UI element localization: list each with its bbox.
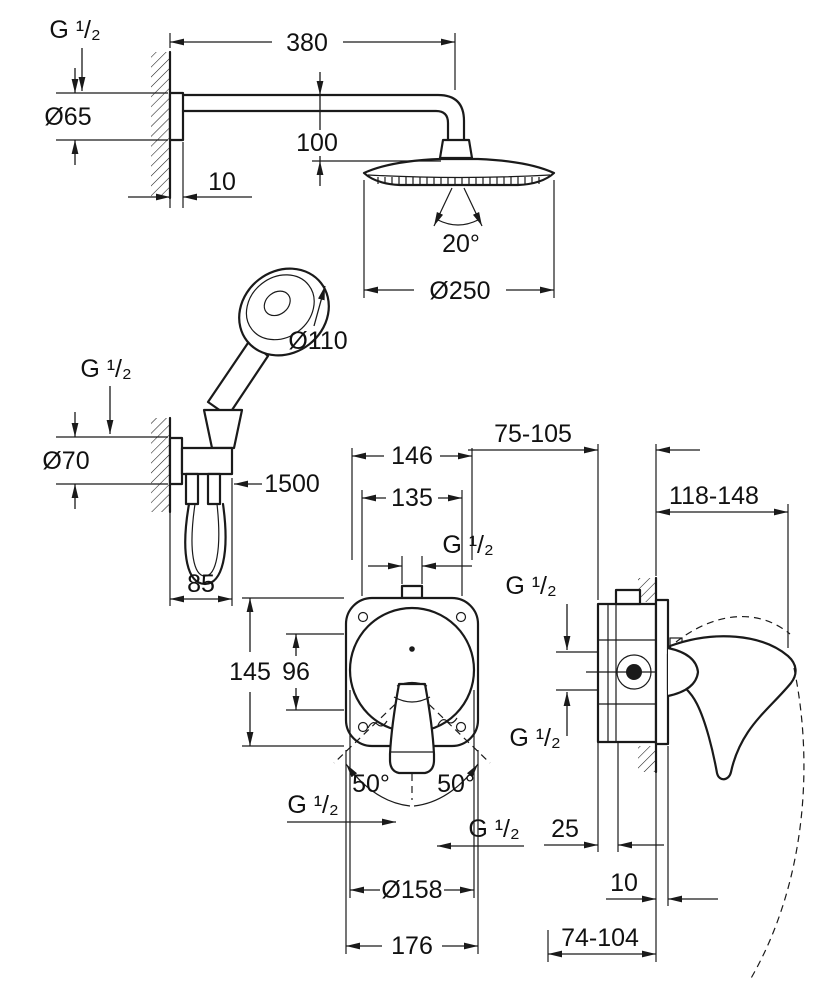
mixer-side-view: 75-105 118-148 G ¹/₂ G ¹/₂ <box>468 420 805 981</box>
dim-65: Ø65 <box>44 68 168 165</box>
dim-g12-holder-label: G ¹/₂ <box>80 355 131 383</box>
dim-g12-arm-label: G ¹/₂ <box>49 16 100 44</box>
lever-handle-side <box>667 615 805 981</box>
dim-g12-mixer-left-label: G ¹/₂ <box>287 791 338 819</box>
dim-118-148: 118-148 <box>656 482 789 648</box>
dim-25: 25 <box>544 742 664 852</box>
dim-110-label: Ø110 <box>288 327 347 355</box>
dim-158: Ø158 <box>349 690 475 904</box>
dim-85-label: 85 <box>187 570 215 598</box>
dim-10-plate: 10 <box>606 746 718 906</box>
dim-250: Ø250 <box>363 180 555 305</box>
wall-section-holder <box>151 416 172 514</box>
spray-angle-indicator <box>433 187 483 227</box>
rain-shower-head <box>362 157 556 187</box>
dim-g12-side-bottom: G ¹/₂ <box>509 689 600 752</box>
rain-shower-assembly: G ¹/₂ 380 Ø65 100 <box>44 16 556 305</box>
dim-75-105: 75-105 <box>468 420 700 600</box>
dim-110: Ø110 <box>288 285 348 355</box>
dim-70-label: Ø70 <box>42 447 89 475</box>
shower-arm <box>181 93 466 142</box>
dim-75-105-label: 75-105 <box>494 420 572 448</box>
dim-20deg-label: 20° <box>442 230 480 258</box>
dim-50-left: 50° <box>345 763 411 807</box>
dim-50-left-label: 50° <box>352 770 390 798</box>
hand-shower-assembly: Ø110 G ¹/₂ Ø70 1500 85 <box>42 267 348 606</box>
wall-section-top <box>151 50 185 200</box>
dim-10-label: 10 <box>208 168 236 196</box>
hose-nipple-right <box>206 472 222 506</box>
dim-96-label: 96 <box>282 658 310 686</box>
dim-g12-mixer-right: G ¹/₂ <box>437 812 526 850</box>
dim-380: 380 <box>169 29 456 90</box>
dim-1500-label: 1500 <box>264 470 320 498</box>
dim-g12-mixer-right-label: G ¹/₂ <box>468 815 519 843</box>
dim-10-side-label: 10 <box>610 869 638 897</box>
dim-70: Ø70 <box>42 412 168 509</box>
mixer-front-view: 146 135 G ¹/₂ <box>229 442 526 960</box>
dim-g12-mixer-top-label: G ¹/₂ <box>442 531 493 559</box>
dim-96: 96 <box>282 633 344 711</box>
arm-wall-flange <box>168 91 185 142</box>
lever-base-dome <box>667 646 700 698</box>
dim-g12-arm: G ¹/₂ <box>49 16 101 91</box>
dim-158-label: Ø158 <box>381 876 442 904</box>
dim-380-label: 380 <box>286 29 328 57</box>
dim-25-label: 25 <box>551 815 579 843</box>
dim-1500: 1500 <box>234 470 320 498</box>
dim-74-104: 74-104 <box>547 906 657 962</box>
escutcheon-center-mark <box>409 646 415 652</box>
dim-146: 146 <box>351 442 473 560</box>
dim-g12-mixer-top: G ¹/₂ <box>368 531 494 584</box>
trim-plate-side <box>654 598 670 746</box>
hand-shower-head <box>238 267 330 357</box>
dim-g12-side-top-label: G ¹/₂ <box>505 572 556 600</box>
holder-cradle <box>202 408 244 450</box>
dim-g12-side-bottom-label: G ¹/₂ <box>509 724 560 752</box>
dim-g12-side-top: G ¹/₂ <box>505 572 600 653</box>
mixer-top-port <box>400 584 424 600</box>
lever-swing-envelope <box>749 667 805 981</box>
dim-100: 100 <box>294 72 441 186</box>
dim-118-148-label: 118-148 <box>669 482 759 510</box>
concealed-valve-body <box>586 588 700 744</box>
dim-74-104-label: 74-104 <box>561 924 639 952</box>
shower-hose <box>184 502 227 586</box>
dim-250-label: Ø250 <box>429 277 490 305</box>
dim-145: 145 <box>229 597 344 747</box>
dim-100-label: 100 <box>296 129 338 157</box>
dim-135: 135 <box>361 484 463 596</box>
dim-146-label: 146 <box>391 442 433 470</box>
dim-50-right: 50° <box>413 763 479 807</box>
holder-wall-flange <box>168 436 184 486</box>
dim-65-label: Ø65 <box>44 103 91 131</box>
dim-176-label: 176 <box>391 932 433 960</box>
dim-10-flange: 10 <box>128 142 252 208</box>
holder-bracket <box>180 446 234 476</box>
arm-connector <box>438 138 474 160</box>
dim-g12-holder: G ¹/₂ <box>80 355 132 434</box>
lever-raised-position <box>675 615 791 643</box>
dim-135-label: 135 <box>391 484 433 512</box>
hose-nipple-left <box>184 472 200 506</box>
mixer-lever-handle <box>388 681 436 775</box>
dim-145-label: 145 <box>229 658 271 686</box>
dim-176: 176 <box>345 750 479 960</box>
dim-50-right-label: 50° <box>437 770 475 798</box>
dim-85: 85 <box>169 478 233 606</box>
